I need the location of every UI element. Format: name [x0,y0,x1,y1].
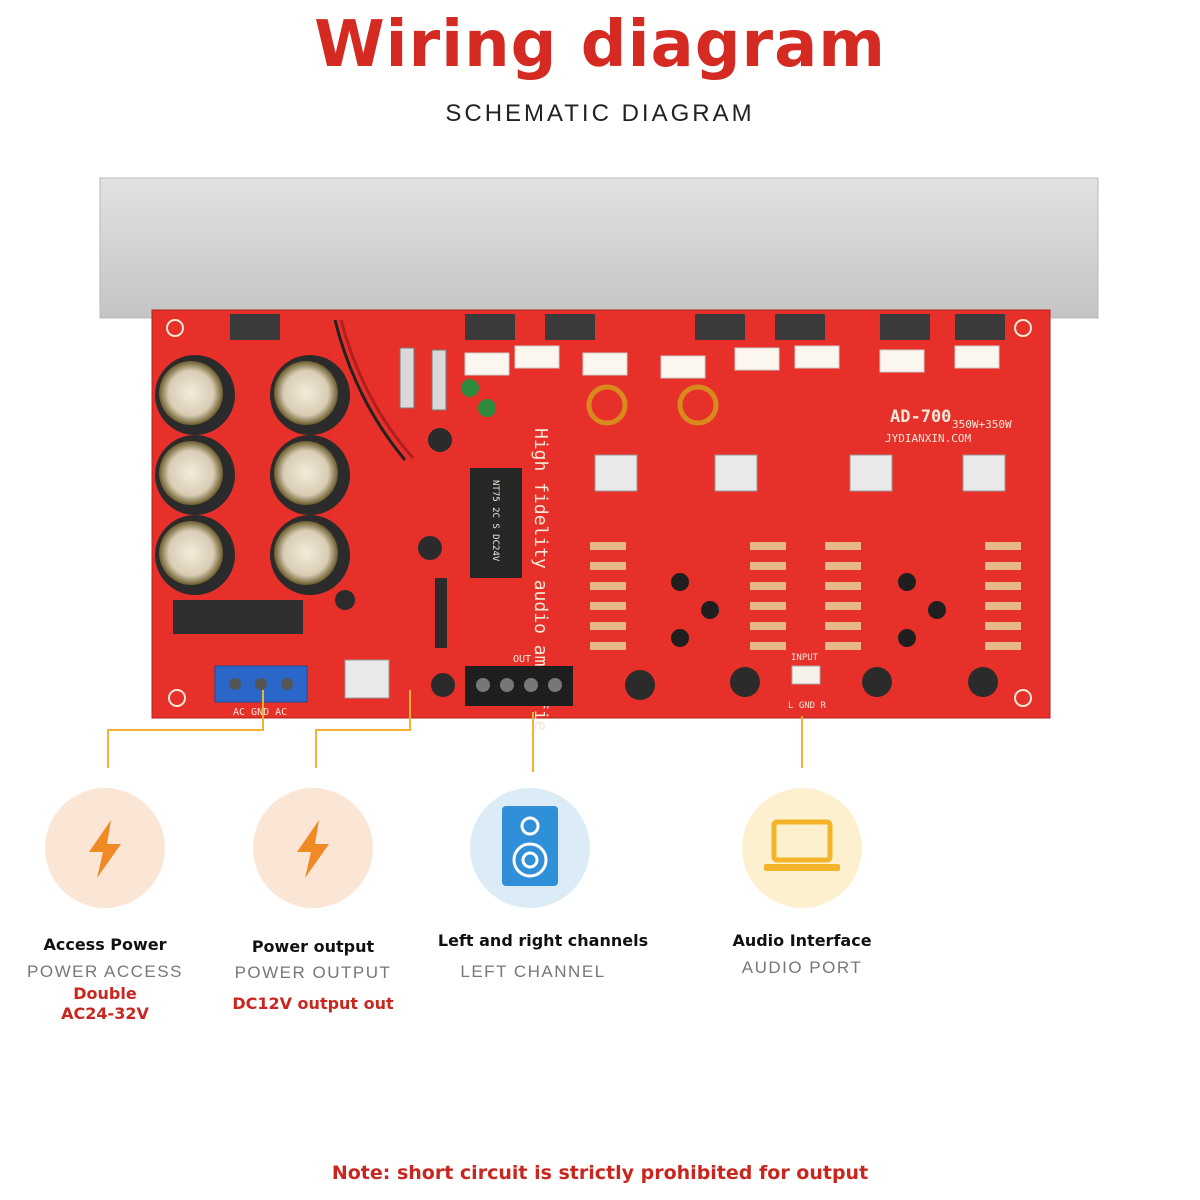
heatsink [99,177,1099,319]
power-output-note: DC12V output out [232,994,394,1013]
audio-interface-sub: AUDIO PORT [741,958,863,977]
svg-text:NT75 2C S DC24V: NT75 2C S DC24V [490,480,500,562]
svg-text:350W+350W: 350W+350W [952,418,1012,431]
svg-text:INPUT: INPUT [791,653,819,663]
audio-interface-icon-circle [742,788,862,908]
svg-text:L GND R: L GND R [788,701,827,711]
page-title: Wiring diagram [314,8,886,82]
access-power-note-2: AC24-32V [61,1004,149,1023]
amplifier-board-image: NT75 2C S DC24V High fidelity audio ampl… [99,177,1099,730]
speaker-icon [470,788,590,908]
board-vertical-text: High fidelity audio amplifier [530,428,551,730]
access-power-icon-circle [45,788,165,908]
output-terminal-block [465,666,573,706]
access-power-title: Access Power [43,935,167,954]
page-subtitle: SCHEMATIC DIAGRAM [445,100,755,127]
laptop-icon [742,788,862,908]
warning-note: Note: short circuit is strictly prohibit… [331,1162,869,1184]
relay [470,468,522,578]
svg-text:JYDIANXIN.COM: JYDIANXIN.COM [885,432,971,445]
svg-text:AC GND AC: AC GND AC [233,707,287,718]
channels-title: Left and right channels [437,931,649,950]
channels-sub: LEFT CHANNEL [460,962,606,981]
access-power-sub: POWER ACCESS [27,962,183,981]
access-power-note-1: Double [73,984,137,1003]
filter-capacitors [155,355,350,595]
channels-icon-circle [470,788,590,908]
svg-text:OUT: OUT [513,654,531,665]
lightning-icon [253,788,373,908]
power-output-sub: POWER OUTPUT [234,963,392,982]
audio-interface-title: Audio Interface [732,931,872,950]
board-model: AD-700 [890,407,951,427]
power-output-icon-circle [253,788,373,908]
power-output-title: Power output [251,937,375,956]
input-connector [791,665,821,685]
lightning-icon [45,788,165,908]
ac-terminal-block [214,665,308,703]
